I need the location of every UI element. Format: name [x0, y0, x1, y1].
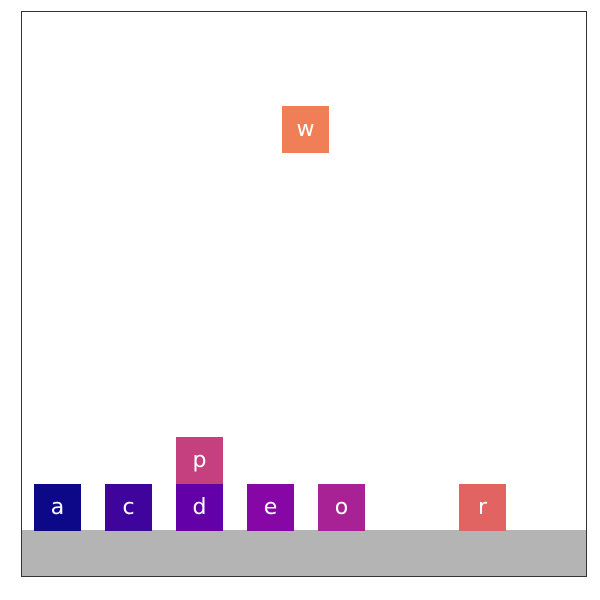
block-r[interactable]: r — [459, 484, 506, 531]
ground — [22, 530, 586, 576]
block-w[interactable]: w — [282, 106, 329, 153]
block-d[interactable]: d — [176, 484, 223, 531]
block-e[interactable]: e — [247, 484, 294, 531]
block-o[interactable]: o — [318, 484, 365, 531]
block-p[interactable]: p — [176, 437, 223, 484]
block-a[interactable]: a — [34, 484, 81, 531]
game-board: a c d p e o r w — [21, 11, 587, 577]
block-c[interactable]: c — [105, 484, 152, 531]
